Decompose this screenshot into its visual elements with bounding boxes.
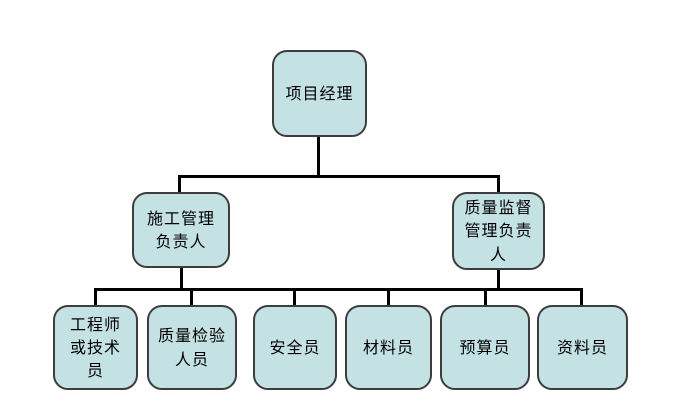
connector-staff-drop-2 <box>190 288 193 306</box>
org-box-project-manager: 项目经理 <box>272 50 367 137</box>
org-box-material-officer-label: 材料员 <box>362 337 414 357</box>
org-box-quality-supervision-manager: 质量监督管理负责人 <box>452 192 545 270</box>
org-box-document-officer: 资料员 <box>537 305 628 390</box>
org-box-quality-supervision-manager-label: 质量监督管理负责人 <box>464 198 533 264</box>
connector-staff-drop-4 <box>387 288 390 306</box>
connector-quality-drop <box>497 175 500 193</box>
connector-level2-horizontal <box>178 175 500 178</box>
connector-root-drop <box>317 137 320 177</box>
connector-construction-down <box>180 267 183 290</box>
connector-staff-drop-6 <box>580 288 583 306</box>
connector-construction-drop <box>178 175 181 193</box>
connector-level3-horizontal <box>94 288 583 291</box>
org-box-budget-officer: 预算员 <box>440 305 530 390</box>
org-box-document-officer-label: 资料员 <box>556 337 608 357</box>
org-box-project-manager-label: 项目经理 <box>285 83 354 103</box>
connector-staff-drop-3 <box>293 288 296 306</box>
org-box-safety-officer-label: 安全员 <box>269 337 321 357</box>
org-box-quality-inspector: 质量检验人员 <box>147 305 237 390</box>
org-box-engineer-or-technician: 工程师或技术员 <box>53 305 138 390</box>
org-box-quality-inspector-label: 质量检验人员 <box>158 326 227 369</box>
org-box-safety-officer: 安全员 <box>253 305 337 390</box>
connector-quality-down <box>497 269 500 290</box>
org-box-material-officer: 材料员 <box>345 305 432 390</box>
org-box-construction-manager: 施工管理负责人 <box>132 192 230 268</box>
connector-staff-drop-5 <box>484 288 487 306</box>
org-box-construction-manager-label: 施工管理负责人 <box>146 208 215 251</box>
org-box-engineer-or-technician-label: 工程师或技术员 <box>69 314 121 381</box>
connector-staff-drop-1 <box>94 288 97 306</box>
org-box-budget-officer-label: 预算员 <box>459 337 511 357</box>
